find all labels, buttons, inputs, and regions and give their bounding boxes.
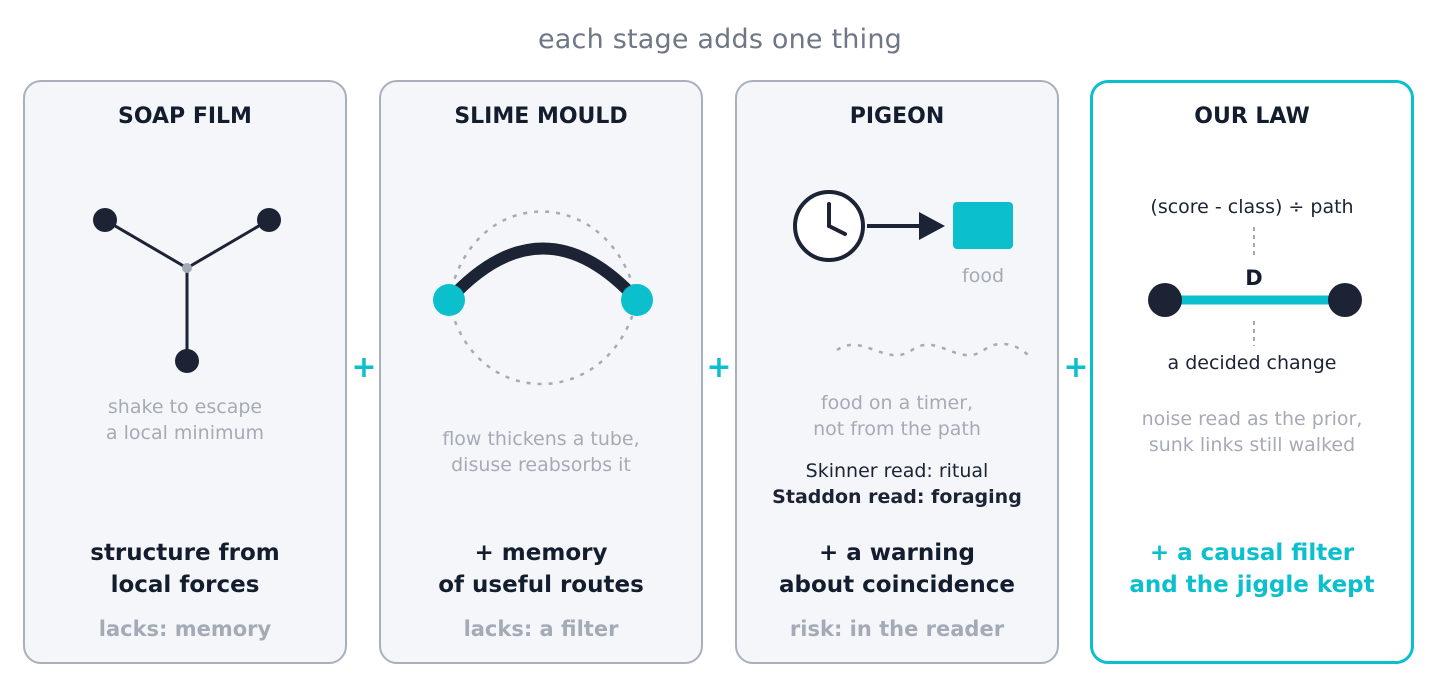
card-title: SOAP FILM <box>118 104 252 129</box>
note-line: disuse reabsorbs it <box>451 454 631 476</box>
pin-node <box>175 349 199 373</box>
page-title: each stage adds one thing <box>538 24 902 55</box>
card-slime-mould: SLIME MOULD flow thickens a tube, disuse… <box>379 80 703 664</box>
clock-icon <box>793 190 865 262</box>
card-footer: lacks: a filter <box>463 617 619 641</box>
card-title: SLIME MOULD <box>454 104 628 129</box>
note-line: flow thickens a tube, <box>442 428 640 450</box>
unused-route-dashed <box>447 299 639 386</box>
steiner-junction-figure <box>93 208 281 373</box>
note-line: food on a timer, <box>820 392 974 414</box>
pin-node <box>257 208 281 232</box>
note-line: shake to escape <box>107 396 263 418</box>
staddon-read: Staddon read: foraging <box>772 486 1022 508</box>
note-line: sunk links still walked <box>1148 434 1356 456</box>
food-label: food <box>962 265 1004 287</box>
note-line: noise read as the prior, <box>1141 408 1363 430</box>
summary-line: and the jiggle kept <box>1129 572 1375 598</box>
unused-route-dashed <box>447 210 639 301</box>
food-source-node <box>433 284 465 316</box>
note-line: not from the path <box>813 418 981 440</box>
summary-line: about coincidence <box>778 572 1016 598</box>
card-title: PIGEON <box>849 104 945 129</box>
noise-wave <box>836 342 1030 357</box>
card-our-law: OUR LAW (score - class) ÷ path D a decid… <box>1090 80 1414 664</box>
card-soap-film: SOAP FILM shake to escape a local minimu… <box>23 80 347 664</box>
endpoint-node <box>1148 283 1182 317</box>
film-edge <box>186 218 270 270</box>
summary-line: structure from <box>90 540 280 566</box>
summary-line: + a warning <box>818 540 975 566</box>
endpoint-node <box>1328 283 1362 317</box>
summary-line: local forces <box>110 572 260 598</box>
summary-line: of useful routes <box>438 572 644 598</box>
plus-icon: + <box>706 350 732 385</box>
decided-change-figure: D <box>1148 227 1362 346</box>
arrow-right-icon <box>867 212 945 240</box>
pigeon-figure: food <box>793 190 1030 357</box>
card-pigeon: PIGEON food food on a timer, not from th… <box>735 80 1059 664</box>
card-footer: risk: in the reader <box>789 617 1005 641</box>
slime-tube-figure <box>433 210 653 386</box>
d-label: D <box>1245 266 1262 290</box>
food-box <box>953 202 1013 249</box>
note-line: a local minimum <box>105 422 265 444</box>
card-footer: lacks: memory <box>98 617 272 641</box>
pin-node <box>93 208 117 232</box>
food-source-node <box>621 284 653 316</box>
junction-node <box>182 263 192 273</box>
skinner-read: Skinner read: ritual <box>805 460 989 482</box>
formula: (score - class) ÷ path <box>1150 196 1354 218</box>
thick-tube <box>443 242 643 306</box>
plus-icon: + <box>351 350 377 385</box>
film-edge <box>104 218 188 270</box>
summary-line: + a causal filter <box>1149 540 1355 566</box>
plus-icon: + <box>1063 350 1089 385</box>
card-title: OUR LAW <box>1194 104 1310 129</box>
decided-change-label: a decided change <box>1167 352 1337 374</box>
summary-line: + memory <box>474 540 608 566</box>
